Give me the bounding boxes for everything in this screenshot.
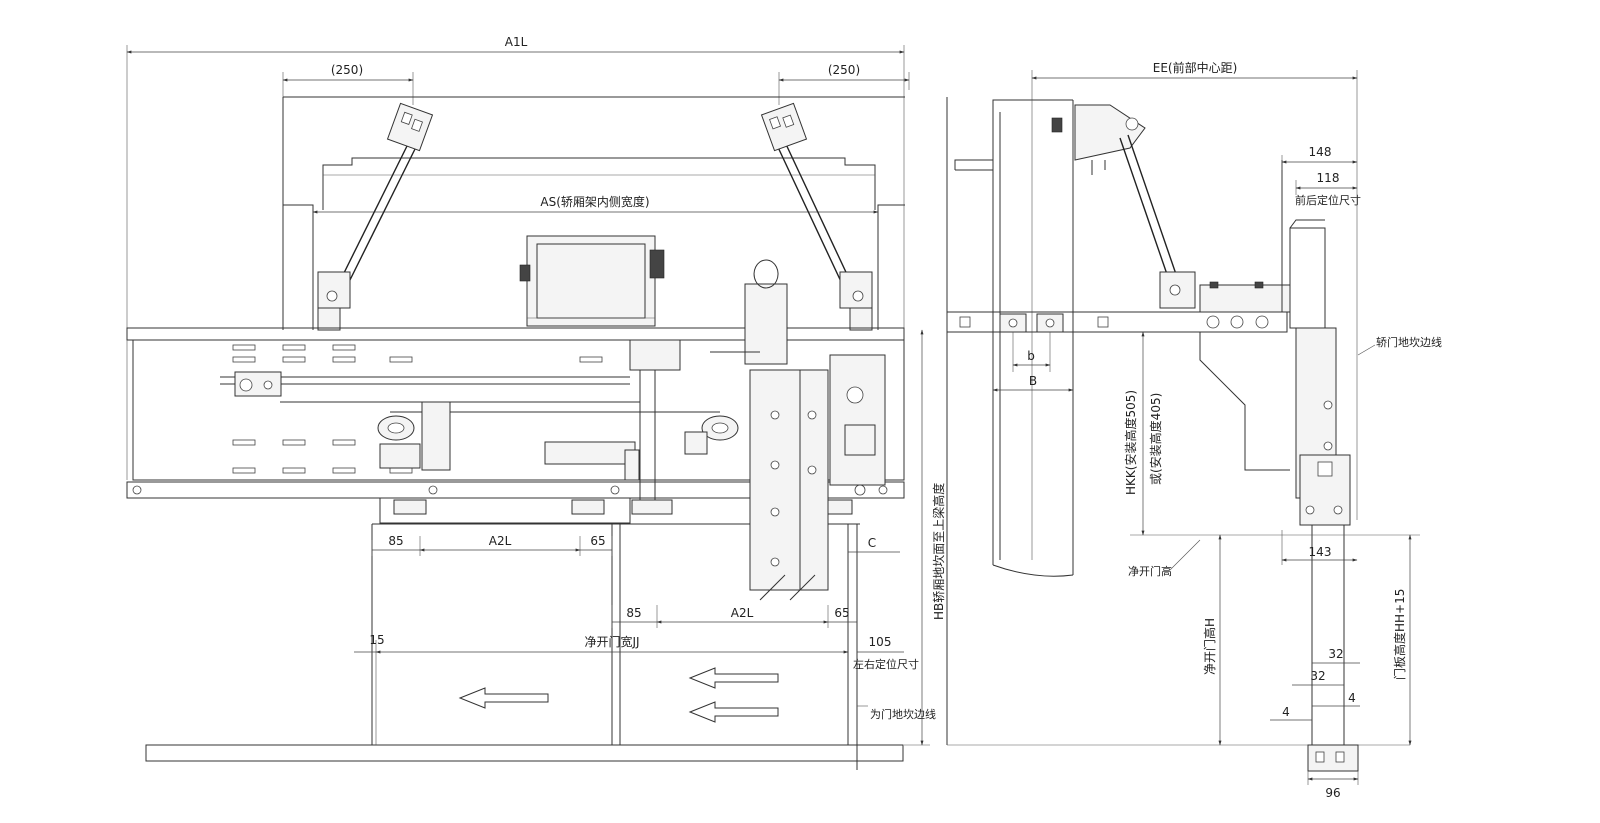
dim-118: 118: [1317, 171, 1340, 185]
clear-height-label: 净开门高: [1128, 564, 1172, 578]
dim-hkk-alt-label: 或(安装高度405): [1148, 393, 1163, 485]
door-lock-assembly: [710, 259, 886, 601]
dim-32b: 32: [1310, 669, 1325, 683]
dim-143: 143: [1281, 530, 1358, 565]
car-sill-edge-label: 轿门地坎边线: [1376, 335, 1442, 349]
dim-a2l-right: A2L: [731, 606, 754, 620]
dims-upper-panel: 85 A2L 65 C: [371, 534, 900, 556]
dims-148-118: 148 118 前后定位尺寸: [1281, 145, 1361, 207]
dim-clear-width: 净开门宽JJ 15 105 左右定位尺寸 为门地坎边线: [354, 633, 936, 745]
door-operator-body: [126, 327, 905, 525]
door-panel-side: [1307, 525, 1359, 772]
car-sill-edge: 轿门地坎边线: [1356, 160, 1442, 520]
arrow-left-icon: [458, 687, 549, 709]
door-hanger-plate: [1199, 160, 1351, 526]
dim-250-right-label: (250): [828, 63, 860, 77]
dim-a1l-label: A1L: [505, 35, 528, 49]
door-panels: [145, 524, 904, 770]
arrow-left-icon: [688, 667, 779, 689]
dim-big-b: B: [1029, 374, 1037, 388]
dim-96-label: 96: [1325, 786, 1340, 800]
dim-250-right: (250): [778, 63, 910, 105]
dims-small: 32 32 4 4: [1270, 647, 1360, 721]
dim-a2l-left: A2L: [489, 534, 512, 548]
dim-clear-height-h: 净开门高H: [1202, 618, 1217, 675]
dim-105: 105: [869, 635, 892, 649]
dim-85-left: 85: [388, 534, 403, 548]
lr-position-label: 左右定位尺寸: [853, 657, 919, 671]
operator-bar: [946, 281, 1291, 333]
dim-96: 96: [1307, 771, 1359, 800]
dim-door-panel-height: 门板高度HH+15: [1392, 534, 1412, 746]
dim-hb-label: HB轿厢地坎面至上梁高度: [931, 483, 946, 620]
dim-65-left: 65: [590, 534, 605, 548]
pulley-left: [377, 415, 415, 441]
dim-32a: 32: [1328, 647, 1343, 661]
dim-143-label: 143: [1309, 545, 1332, 559]
dims-lower-panel: 85 A2L 65: [611, 605, 857, 628]
front-view: A1L (250) (250) AS(轿厢架内侧宽度): [126, 35, 946, 770]
dim-hkk-label: HKK(安装高度505): [1123, 390, 1138, 495]
dim-hh15-label: 门板高度HH+15: [1392, 589, 1407, 680]
hanger-arm-left: [317, 102, 434, 331]
arrow-left-icon: [688, 701, 779, 723]
car-top-beam: [282, 96, 905, 330]
dim-ee-label: EE(前部中心距): [1153, 60, 1238, 75]
drive-belt: [220, 371, 720, 413]
guide-rail: [954, 99, 1074, 577]
vent-slots-top: [232, 344, 603, 474]
sill-edge-label: 为门地坎边线: [870, 707, 936, 721]
dims-b: b B: [992, 332, 1074, 392]
dim-ee: EE(前部中心距): [1031, 60, 1358, 160]
hanger-arm-right: [760, 102, 873, 331]
dim-250-left-label: (250): [331, 63, 363, 77]
dim-a1l: A1L: [126, 35, 905, 330]
dim-4a: 4: [1348, 691, 1356, 705]
dim-as: AS(轿厢架内侧宽度): [312, 194, 879, 214]
dim-hkk: HKK(安装高度505) 或(安装高度405): [1123, 331, 1420, 536]
side-view: EE(前部中心距): [946, 60, 1442, 800]
dim-as-label: AS(轿厢架内侧宽度): [540, 194, 649, 209]
dim-4b: 4: [1282, 705, 1290, 719]
dim-small-b: b: [1027, 349, 1035, 363]
hanger-bracket: [1051, 104, 1196, 309]
dim-c: C: [868, 536, 876, 550]
dim-65-right: 65: [834, 606, 849, 620]
dim-hb: HB轿厢地坎面至上梁高度: [904, 329, 946, 746]
dim-15: 15: [369, 633, 384, 647]
controller-box: [519, 235, 665, 327]
dim-85-right: 85: [626, 606, 641, 620]
pulley-right: [701, 415, 739, 441]
dim-jj-label: 净开门宽JJ: [584, 634, 639, 649]
dim-148: 148: [1309, 145, 1332, 159]
front-back-position-label: 前后定位尺寸: [1295, 193, 1361, 207]
dim-clear-height: 净开门高 净开门高H: [1128, 534, 1222, 746]
